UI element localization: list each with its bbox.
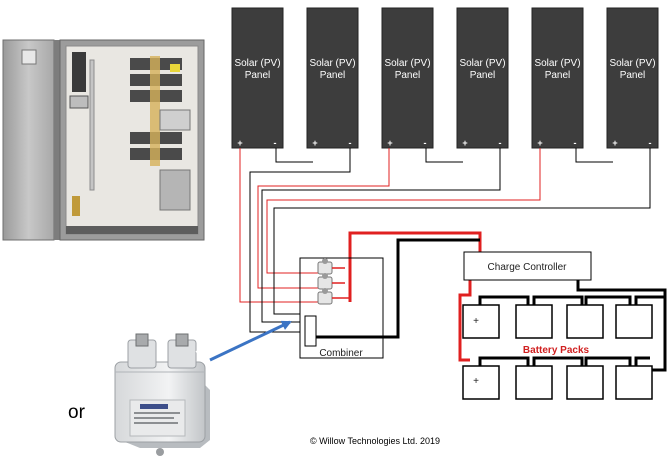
- series-link-3: [575, 148, 613, 163]
- battery-packs-label: Battery Packs: [523, 345, 590, 356]
- battery-7: [566, 365, 604, 400]
- charge-controller-label: Charge Controller: [488, 262, 568, 273]
- battery-3: [566, 304, 604, 339]
- panel-label-line1: Solar (PV): [534, 58, 580, 69]
- battery-6: [515, 365, 553, 400]
- panel-negative-terminal: -: [574, 138, 577, 148]
- solar-panel-5: Solar (PV)Panel + -: [531, 7, 584, 149]
- solar-panel-1: Solar (PV)Panel + -: [231, 7, 284, 149]
- panel-positive-terminal: +: [537, 138, 542, 148]
- string2-positive-wire: [257, 148, 390, 289]
- panel-label-line1: Solar (PV): [234, 58, 280, 69]
- charge-controller: Charge Controller: [463, 251, 592, 281]
- combiner-to-controller-negative: [316, 238, 480, 339]
- panel-label-line1: Solar (PV): [609, 58, 655, 69]
- battery-bottom-links: [478, 356, 650, 366]
- combiner-to-controller-positive: [348, 231, 482, 302]
- panel-negative-terminal: -: [274, 138, 277, 148]
- series-link-1: [275, 148, 313, 163]
- panel-positive-terminal: +: [462, 138, 467, 148]
- solar-panel-3: Solar (PV)Panel + -: [381, 7, 434, 149]
- battery-top-positive: +: [473, 316, 479, 327]
- panel-label-line2: Panel: [320, 70, 346, 81]
- panel-label-line1: Solar (PV): [459, 58, 505, 69]
- panel-label-line1: Solar (PV): [384, 58, 430, 69]
- solar-panel-body: [306, 7, 359, 149]
- panel-negative-terminal: -: [349, 138, 352, 148]
- contactor-photo: [114, 329, 212, 456]
- panel-label-line2: Panel: [245, 70, 271, 81]
- battery-top-links: [478, 295, 665, 305]
- panel-label-line2: Panel: [620, 70, 646, 81]
- battery-bank: + + Battery Packs: [462, 304, 653, 400]
- panel-negative-terminal: -: [424, 138, 427, 148]
- panel-positive-terminal: +: [387, 138, 392, 148]
- wiring: [239, 148, 667, 372]
- battery-1: [462, 304, 500, 339]
- fuse-contactor-3: [317, 288, 333, 305]
- string2-negative-wire: [261, 148, 501, 323]
- battery-8: [615, 365, 653, 400]
- solar-panel-array: Solar (PV)Panel+-Solar (PV)Panel+-Solar …: [231, 7, 659, 149]
- copyright-text: © Willow Technologies Ltd. 2019: [310, 436, 440, 446]
- solar-panel-2: Solar (PV)Panel + -: [306, 7, 359, 149]
- panel-negative-terminal: -: [499, 138, 502, 148]
- fuse-contactor-1: [317, 258, 333, 275]
- string3-negative-wire: [273, 148, 651, 315]
- solar-panel-body: [531, 7, 584, 149]
- panel-positive-terminal: +: [237, 138, 242, 148]
- panel-label-line2: Panel: [470, 70, 496, 81]
- solar-panel-body: [381, 7, 434, 149]
- panel-label-line1: Solar (PV): [309, 58, 355, 69]
- solar-panel-6: Solar (PV)Panel + -: [606, 7, 659, 149]
- or-label: or: [68, 402, 86, 423]
- solar-panel-body: [231, 7, 284, 149]
- panel-positive-terminal: +: [312, 138, 317, 148]
- panel-label-line2: Panel: [395, 70, 421, 81]
- solar-panel-body: [456, 7, 509, 149]
- pointer-arrow: [209, 320, 292, 362]
- battery-4: [615, 304, 653, 339]
- battery-2: [515, 304, 553, 339]
- panel-label-line2: Panel: [545, 70, 571, 81]
- string3-positive-wire: [266, 148, 541, 274]
- battery-bottom-positive: +: [473, 376, 479, 387]
- solar-panel-body: [606, 7, 659, 149]
- panel-negative-terminal: -: [649, 138, 652, 148]
- panel-positive-terminal: +: [612, 138, 617, 148]
- string1-positive-wire: [239, 148, 318, 303]
- combiner-box: Combiner: [299, 257, 384, 359]
- battery-5: [462, 365, 500, 400]
- fuse-contactor-2: [317, 273, 333, 290]
- combiner-label: Combiner: [319, 348, 363, 359]
- series-link-2: [425, 148, 463, 163]
- solar-panel-4: Solar (PV)Panel + -: [456, 7, 509, 149]
- controller-to-battery-positive: [458, 280, 472, 362]
- combiner-enclosure-photo: [2, 39, 205, 241]
- controller-to-battery-negative: [576, 280, 667, 372]
